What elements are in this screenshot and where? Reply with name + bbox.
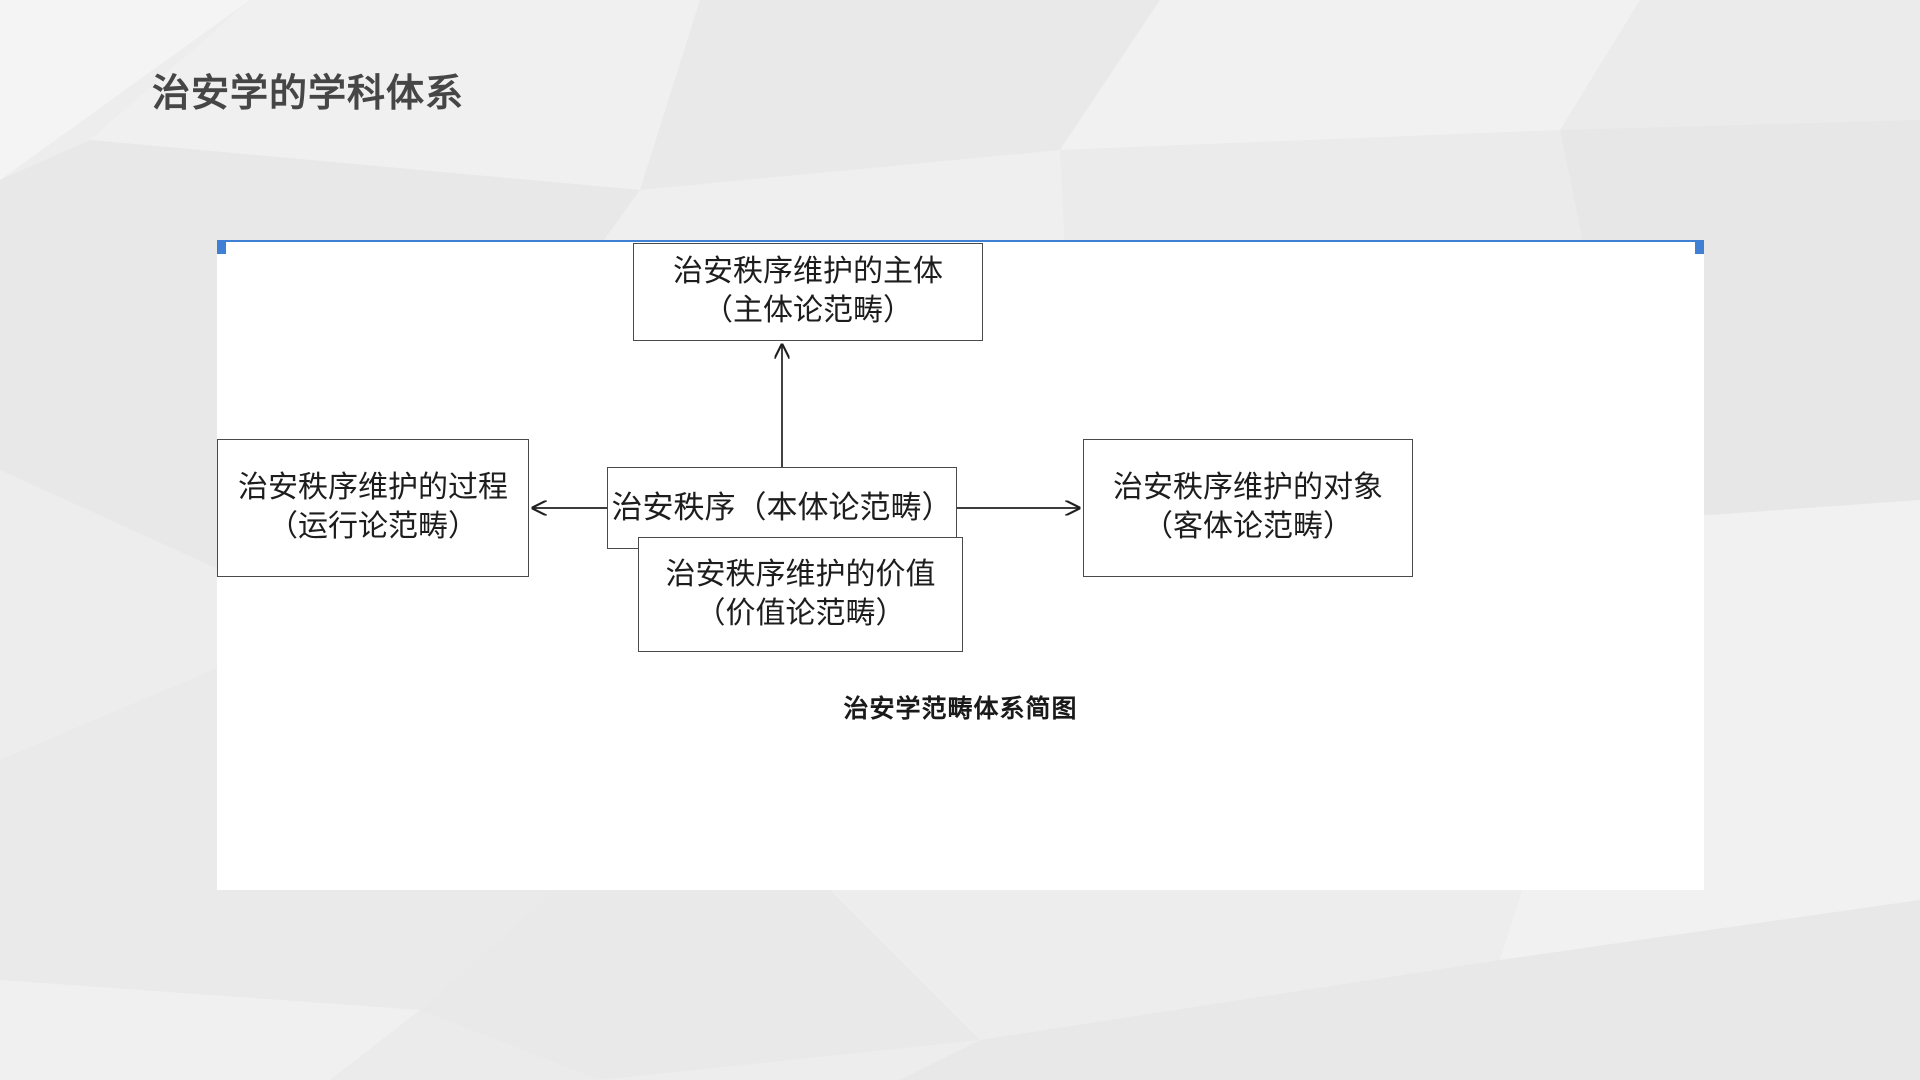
node-value-line1: 治安秩序维护的价值 [665,557,936,591]
node-process-line1: 治安秩序维护的过程 [238,471,508,505]
category-system-diagram: 治安秩序维护的主体 （主体论范畴） 治安秩序维护的过程 （运行论范畴） 治安秩序… [217,242,1704,890]
node-object-line1: 治安秩序维护的对象 [1113,471,1383,505]
page-title: 治安学的学科体系 [152,73,465,115]
diagram-caption: 治安学范畴体系简图 [843,696,1078,723]
node-object: 治安秩序维护的对象 （客体论范畴） [1083,439,1413,577]
node-core-line1: 治安秩序（本体论范畴） [611,490,953,526]
node-value: 治安秩序维护的价值 （价值论范畴） [638,537,963,652]
node-process: 治安秩序维护的过程 （运行论范畴） [217,439,529,577]
node-value-line2: （价值论范畴） [695,596,906,630]
node-object-line2: （客体论范畴） [1143,510,1353,543]
node-process-line2: （运行论范畴） [268,510,478,543]
node-subject-line2: （主体论范畴） [703,294,913,327]
node-subject: 治安秩序维护的主体 （主体论范畴） [633,243,983,341]
node-subject-line1: 治安秩序维护的主体 [673,255,943,289]
content-panel: 治安秩序维护的主体 （主体论范畴） 治安秩序维护的过程 （运行论范畴） 治安秩序… [217,240,1704,890]
panel-corner-tick-left [217,242,226,254]
panel-corner-tick-right [1695,242,1704,254]
